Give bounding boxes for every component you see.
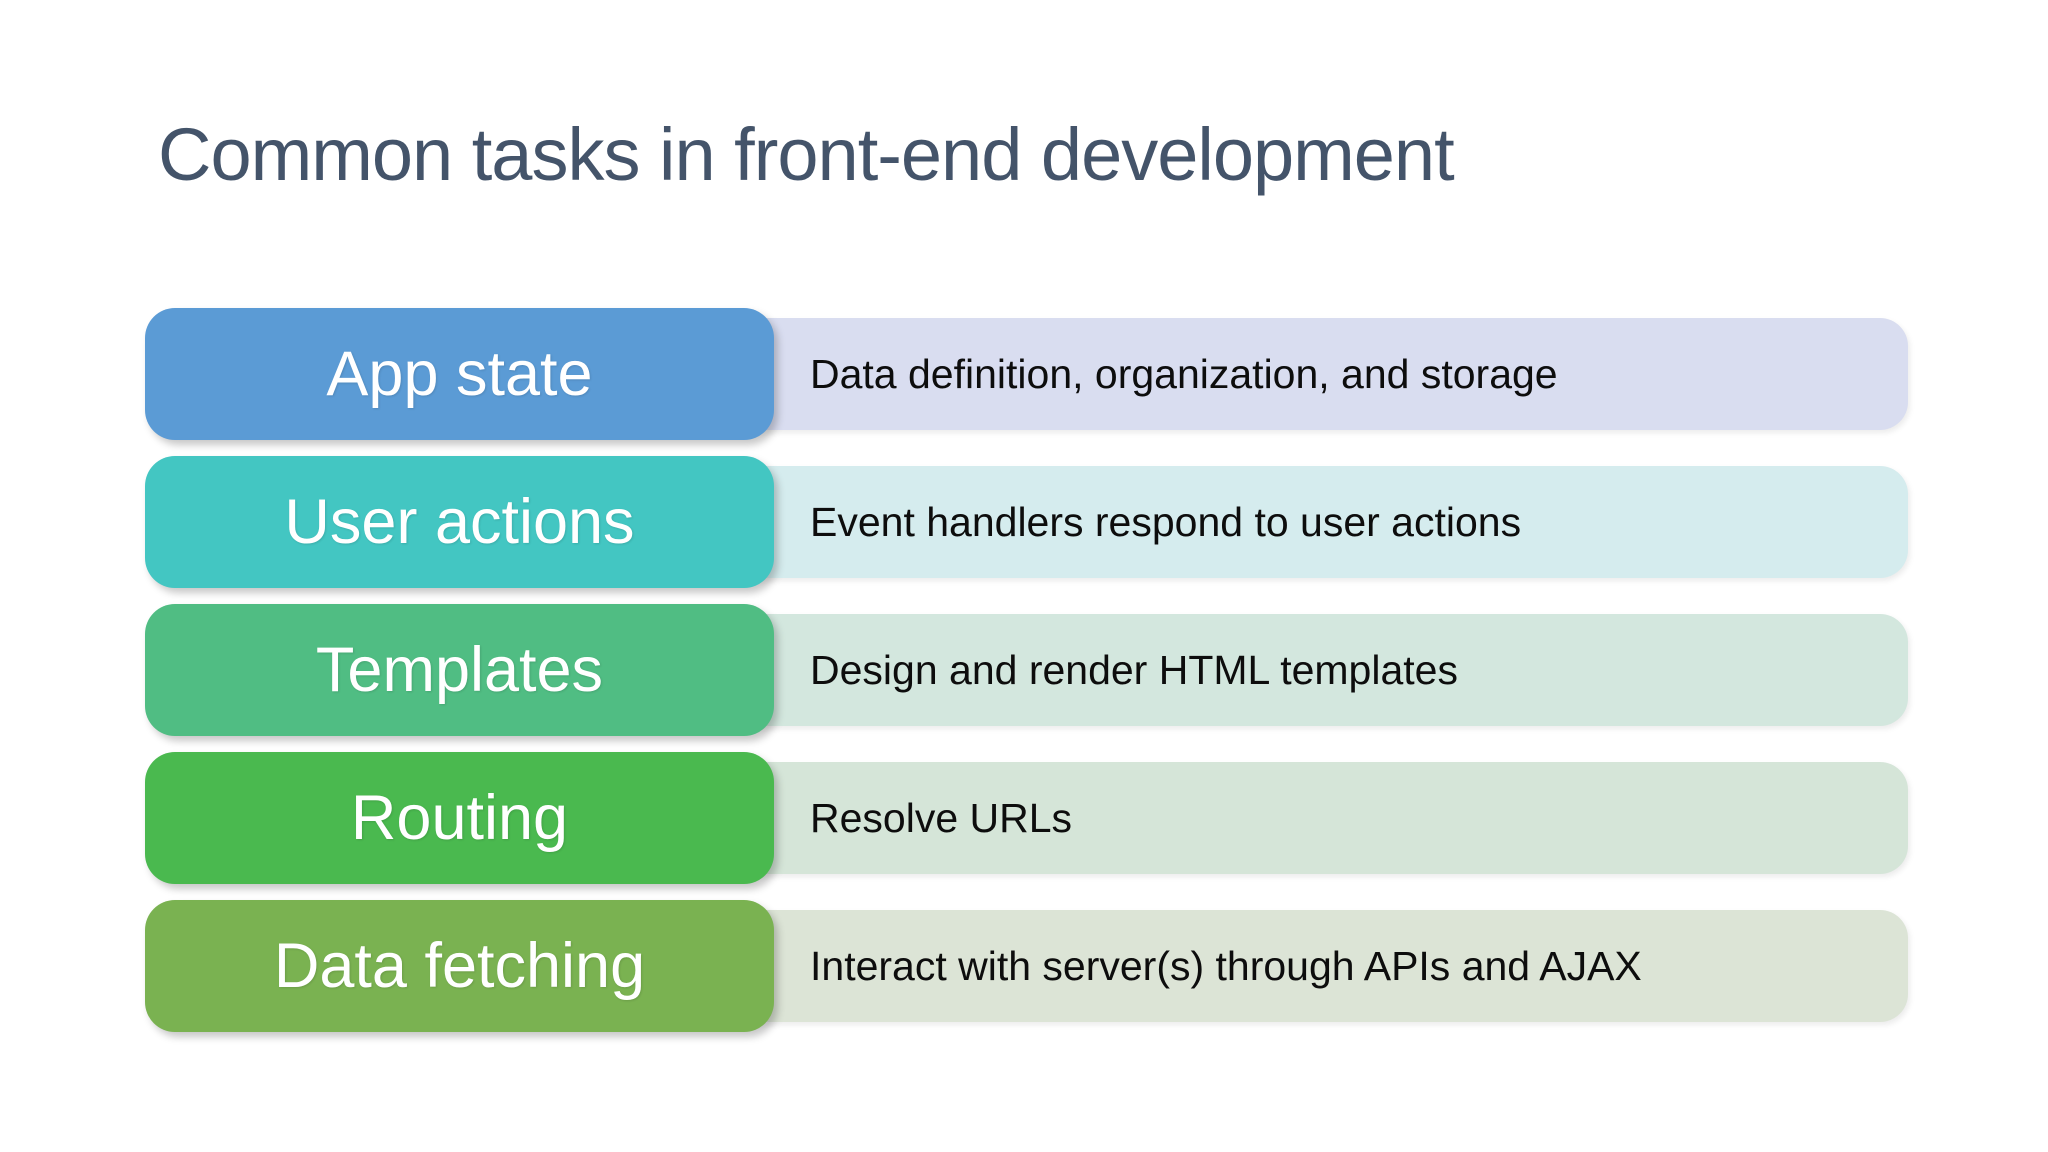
task-label-box: Data fetching xyxy=(145,900,774,1032)
task-description: Interact with server(s) through APIs and… xyxy=(810,942,1642,989)
task-label-box: Templates xyxy=(145,604,774,736)
task-label-box: Routing xyxy=(145,752,774,884)
task-label-box: User actions xyxy=(145,456,774,588)
task-row-data-fetching: Interact with server(s) through APIs and… xyxy=(0,900,2048,1032)
task-label: User actions xyxy=(284,487,635,557)
task-label-box: App state xyxy=(145,308,774,440)
task-row-app-state: Data definition, organization, and stora… xyxy=(0,308,2048,440)
task-description: Event handlers respond to user actions xyxy=(810,498,1522,545)
task-label: Templates xyxy=(315,635,604,705)
task-list: Data definition, organization, and stora… xyxy=(0,308,2048,1048)
task-label: Routing xyxy=(350,783,569,853)
task-row-user-actions: Event handlers respond to user actions U… xyxy=(0,456,2048,588)
task-description: Design and render HTML templates xyxy=(810,646,1458,693)
task-label: Data fetching xyxy=(273,931,646,1001)
slide-title: Common tasks in front-end development xyxy=(158,113,1455,196)
task-description: Data definition, organization, and stora… xyxy=(810,350,1558,397)
task-row-routing: Resolve URLs Routing xyxy=(0,752,2048,884)
task-label: App state xyxy=(326,339,593,409)
task-description: Resolve URLs xyxy=(810,794,1073,841)
task-row-templates: Design and render HTML templates Templat… xyxy=(0,604,2048,736)
